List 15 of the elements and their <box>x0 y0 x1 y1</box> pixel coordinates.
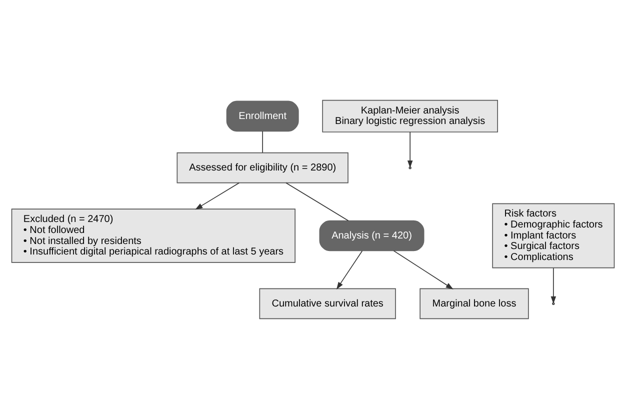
arrow <box>393 250 454 290</box>
node-box: Risk factors • Demographic factors • Implant factors • Surgical factors • Complications <box>492 203 615 268</box>
connector <box>286 182 349 222</box>
node-box: Assessed for eligibility (n = 2890) <box>176 152 348 184</box>
node-box: Kaplan-Meier analysis Binary logistic regression analysis <box>322 100 498 132</box>
connector <box>262 130 263 154</box>
node-box: Marginal bone loss <box>420 288 529 320</box>
arrow <box>195 182 240 210</box>
node-box: Analysis (n = 420) <box>319 220 424 252</box>
arrow <box>550 268 556 304</box>
arrow <box>407 132 413 168</box>
node-box: Enrollment <box>226 100 299 132</box>
node-box: Cumulative survival rates <box>259 288 396 320</box>
arrow <box>336 250 363 290</box>
node-box: Excluded (n = 2470) • Not followed • Not installed by residents • Insufficient digital periapical radiographs of at last 5 years <box>11 208 296 263</box>
